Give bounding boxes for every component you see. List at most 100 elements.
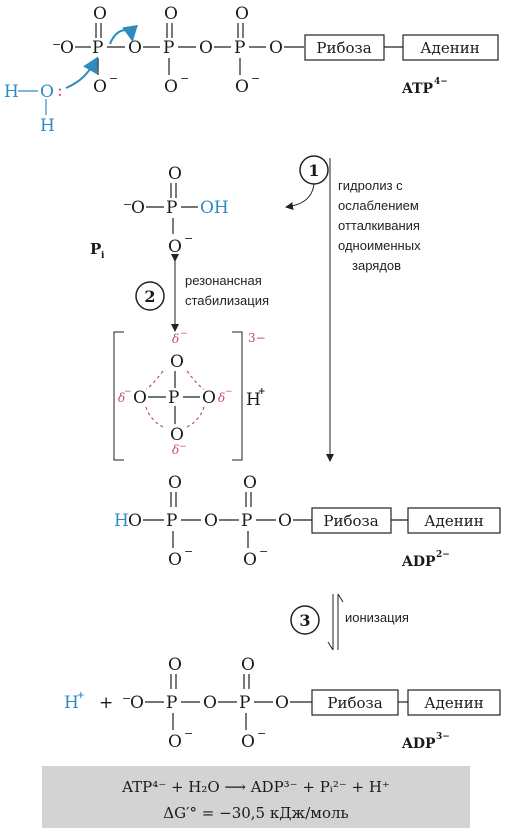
atom-o: O bbox=[40, 82, 54, 102]
atom-p: P bbox=[234, 38, 245, 58]
delocalization-arc bbox=[145, 370, 164, 390]
lone-pair: : bbox=[57, 81, 63, 101]
atom-o: O bbox=[164, 4, 178, 24]
atom-o: O bbox=[204, 511, 218, 531]
step-1-text: зарядов bbox=[352, 258, 401, 273]
charge-minus: − bbox=[122, 692, 131, 705]
ribose-label: Рибоза bbox=[323, 512, 378, 530]
partial-charge: δ bbox=[218, 391, 225, 405]
adenine-label: Аденин bbox=[424, 512, 483, 530]
atom-o: O bbox=[278, 511, 292, 531]
step-1-text: одноименных bbox=[338, 238, 421, 253]
partial-charge-sign: − bbox=[180, 329, 188, 339]
charge-minus: − bbox=[52, 38, 61, 51]
hydroxyl-group: OH bbox=[200, 198, 229, 218]
adp2-charge: 2− bbox=[436, 550, 450, 560]
atom-o: O bbox=[199, 38, 213, 58]
inorganic-phosphate: O − O P OH O − P i bbox=[90, 164, 229, 261]
atom-o: O bbox=[128, 38, 142, 58]
nucleophilic-attack-arrow bbox=[65, 56, 98, 89]
atom-o: O bbox=[170, 425, 184, 445]
step-2-circle bbox=[135, 281, 165, 311]
ribose-label: Рибоза bbox=[316, 39, 371, 57]
summary-equation: ATP⁴⁻ + H₂O ⟶ ADP³⁻ + Pᵢ²⁻ + H⁺ ΔG′° = −… bbox=[42, 766, 470, 828]
charge-minus: − bbox=[184, 545, 193, 558]
charge-minus: − bbox=[180, 72, 189, 85]
adenine-label: Аденин bbox=[424, 694, 483, 712]
partial-charge: δ bbox=[172, 443, 179, 457]
pi-subscript: i bbox=[101, 251, 105, 261]
counter-ion-charge: + bbox=[258, 387, 266, 397]
atom-o: O bbox=[168, 164, 182, 184]
atom-p: P bbox=[166, 198, 177, 218]
atom-o: O bbox=[168, 237, 182, 257]
partial-charge: δ bbox=[172, 332, 179, 346]
step-2-text: стабилизация bbox=[185, 293, 269, 308]
atom-o: O bbox=[168, 473, 182, 493]
atom-h: H bbox=[114, 511, 129, 531]
resonance-structure: δ − 3− O δ − O P O δ − O δ − H + bbox=[113, 329, 266, 461]
atom-o: O bbox=[168, 550, 182, 570]
atom-p: P bbox=[168, 388, 179, 408]
step-3-circle bbox=[290, 605, 320, 635]
delocalization-arc bbox=[186, 406, 205, 428]
atom-p: P bbox=[166, 511, 177, 531]
ribose-label: Рибоза bbox=[327, 694, 382, 712]
atom-o: O bbox=[128, 511, 142, 531]
atom-o: O bbox=[243, 550, 257, 570]
adp3-molecule: H + + O O − O P O P O Рибоза Аденин O − … bbox=[64, 655, 501, 752]
atom-o: O bbox=[269, 38, 283, 58]
step-3: 3 ионизация bbox=[290, 593, 409, 651]
adenine-label: Аденин bbox=[420, 39, 479, 57]
atom-o: O bbox=[93, 4, 107, 24]
atom-p: P bbox=[92, 38, 103, 58]
plus-sign: + bbox=[99, 693, 113, 713]
adp2-molecule: O O H O P O P O Рибоза Аденин O − O − AD… bbox=[114, 473, 501, 570]
partial-charge-sign: − bbox=[124, 387, 132, 397]
atom-o: O bbox=[241, 732, 255, 752]
atom-h: H bbox=[4, 82, 19, 102]
step-1-branch-arrow bbox=[285, 183, 315, 211]
left-bracket bbox=[113, 331, 124, 461]
partial-charge: δ bbox=[118, 391, 125, 405]
atom-o: O bbox=[275, 693, 289, 713]
ion-charge: 3− bbox=[248, 331, 266, 345]
atom-o: O bbox=[243, 473, 257, 493]
equation-free-energy: ΔG′° = −30,5 кДж/моль bbox=[163, 804, 348, 822]
atom-o: O bbox=[133, 388, 147, 408]
adenine-box bbox=[407, 507, 501, 534]
atom-o: O bbox=[164, 77, 178, 97]
charge-minus: − bbox=[259, 545, 268, 558]
step-2-text: резонансная bbox=[185, 273, 262, 288]
charge-minus: − bbox=[251, 72, 260, 85]
right-bracket bbox=[232, 331, 243, 461]
step-1-text: гидролиз с bbox=[338, 178, 403, 193]
atp-molecule: O O O − O P O P O P O Рибоза Аденин O − bbox=[52, 4, 499, 97]
equation-reaction: ATP⁴⁻ + H₂O ⟶ ADP³⁻ + Pᵢ²⁻ + H⁺ bbox=[121, 778, 390, 796]
atom-p: P bbox=[166, 693, 177, 713]
partial-charge-sign: − bbox=[225, 387, 233, 397]
step-2-number: 2 bbox=[144, 287, 155, 306]
step-1-text: отталкивания bbox=[338, 218, 420, 233]
adp3-label: ADP bbox=[401, 736, 436, 752]
atom-o: O bbox=[168, 655, 182, 675]
step-3-number: 3 bbox=[299, 611, 310, 630]
charge-minus: − bbox=[184, 727, 193, 740]
atom-o: O bbox=[202, 388, 216, 408]
counter-ion: H bbox=[246, 390, 261, 410]
atom-o: O bbox=[241, 655, 255, 675]
step-1: 1 гидролиз с ослаблением отталкивания од… bbox=[285, 155, 421, 462]
pi-label: P bbox=[90, 240, 101, 258]
charge-minus: − bbox=[109, 72, 118, 85]
atom-o: O bbox=[131, 198, 145, 218]
step-2: 2 резонансная стабилизация bbox=[135, 254, 269, 332]
atom-o: O bbox=[93, 77, 107, 97]
atom-o: O bbox=[235, 77, 249, 97]
step-1-text: ослаблением bbox=[338, 198, 419, 213]
charge-minus: − bbox=[123, 198, 132, 211]
step-1-number: 1 bbox=[308, 161, 319, 180]
atom-p: P bbox=[241, 511, 252, 531]
equation-background bbox=[42, 766, 470, 828]
atom-o: O bbox=[60, 38, 74, 58]
